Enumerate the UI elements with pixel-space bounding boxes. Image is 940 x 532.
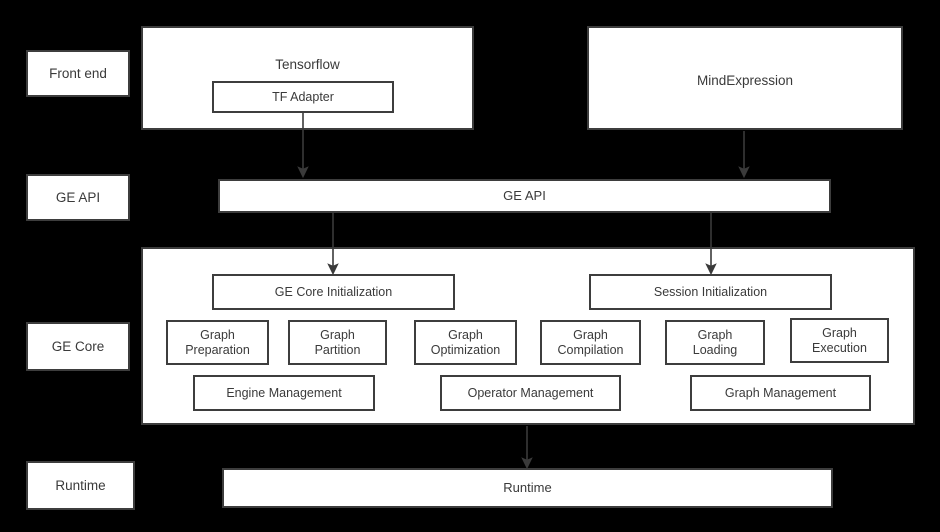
mindexpression-container: MindExpression	[587, 26, 903, 130]
module-graph-optimization: Graph Optimization	[414, 320, 517, 365]
lane-label-ge-core: GE Core	[26, 322, 130, 371]
graph-management-box: Graph Management	[690, 375, 871, 411]
module-graph-partition: Graph Partition	[288, 320, 387, 365]
mindexpression-title: MindExpression	[696, 73, 794, 88]
ge-core-initialization-box: GE Core Initialization	[212, 274, 455, 310]
tf-adapter-box: TF Adapter	[212, 81, 394, 113]
lane-label-front-end: Front end	[26, 50, 130, 97]
module-graph-execution: Graph Execution	[790, 318, 889, 363]
module-graph-loading: Graph Loading	[665, 320, 765, 365]
session-initialization-box: Session Initialization	[589, 274, 832, 310]
operator-management-box: Operator Management	[440, 375, 621, 411]
lane-label-ge-api: GE API	[26, 174, 130, 221]
ge-api-bar: GE API	[218, 179, 831, 213]
lane-label-runtime: Runtime	[26, 461, 135, 510]
engine-management-box: Engine Management	[193, 375, 375, 411]
module-graph-compilation: Graph Compilation	[540, 320, 641, 365]
tensorflow-container: Tensorflow	[141, 26, 474, 130]
tensorflow-title: Tensorflow	[275, 57, 340, 72]
runtime-bar: Runtime	[222, 468, 833, 508]
module-graph-preparation: Graph Preparation	[166, 320, 269, 365]
